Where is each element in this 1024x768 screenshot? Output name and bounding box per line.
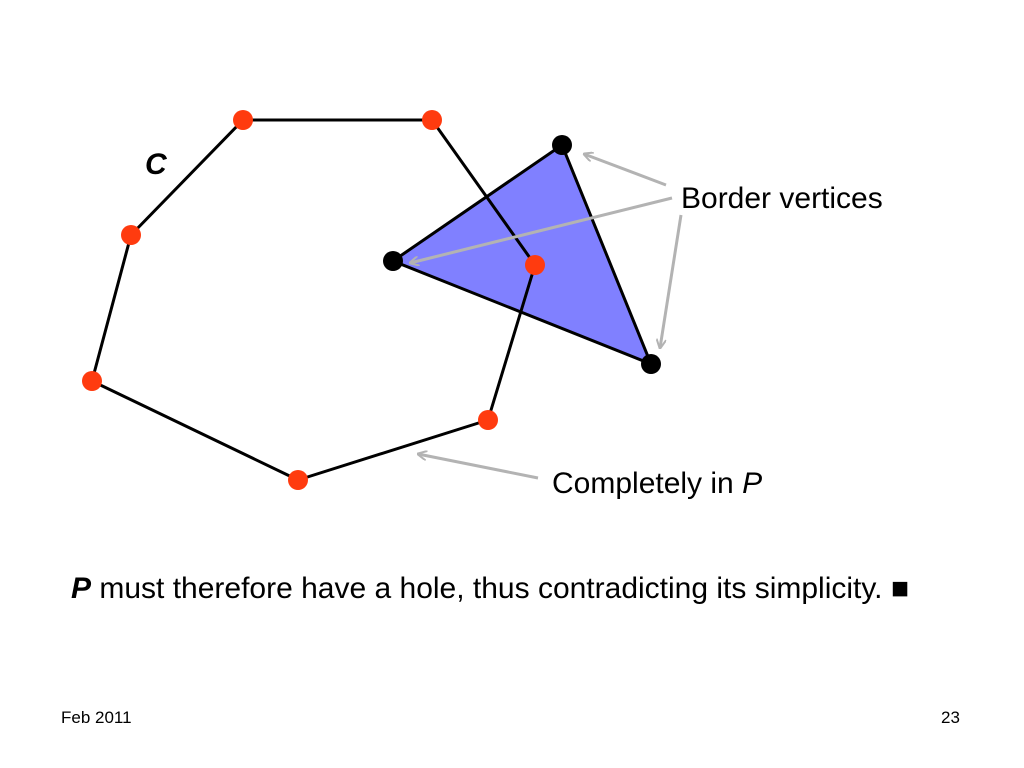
curve-vertex xyxy=(478,410,498,430)
curve-vertex xyxy=(82,371,102,391)
border-vertex xyxy=(383,251,403,271)
arrow-to-edge xyxy=(418,454,539,480)
completely-in-p-label: Completely in P xyxy=(552,467,762,501)
statement-text: must therefore have a hole, thus contrad… xyxy=(91,572,909,605)
curve-vertex xyxy=(121,225,141,245)
footer-date: Feb 2011 xyxy=(61,708,132,727)
arrow-to-left-vertex xyxy=(410,196,673,263)
p-variable: P xyxy=(742,467,763,500)
completely-in-text: Completely in xyxy=(552,467,743,500)
curve-vertex xyxy=(422,110,442,130)
curve-vertex xyxy=(288,470,308,490)
arrow-to-top-vertex xyxy=(584,154,667,187)
statement-variable: P xyxy=(71,572,92,605)
triangle xyxy=(389,142,654,367)
border-vertices-label: Border vertices xyxy=(681,182,883,215)
curve-label: C xyxy=(145,148,167,181)
border-vertex xyxy=(552,135,572,155)
page-number: 23 xyxy=(941,708,960,727)
arrow-to-right-vertex xyxy=(660,214,683,348)
curve-vertex xyxy=(525,255,545,275)
border-vertex xyxy=(641,354,661,374)
curve-vertex xyxy=(233,110,253,130)
curve-c xyxy=(90,118,537,482)
conclusion-statement: P must therefore have a hole, thus contr… xyxy=(71,563,911,614)
